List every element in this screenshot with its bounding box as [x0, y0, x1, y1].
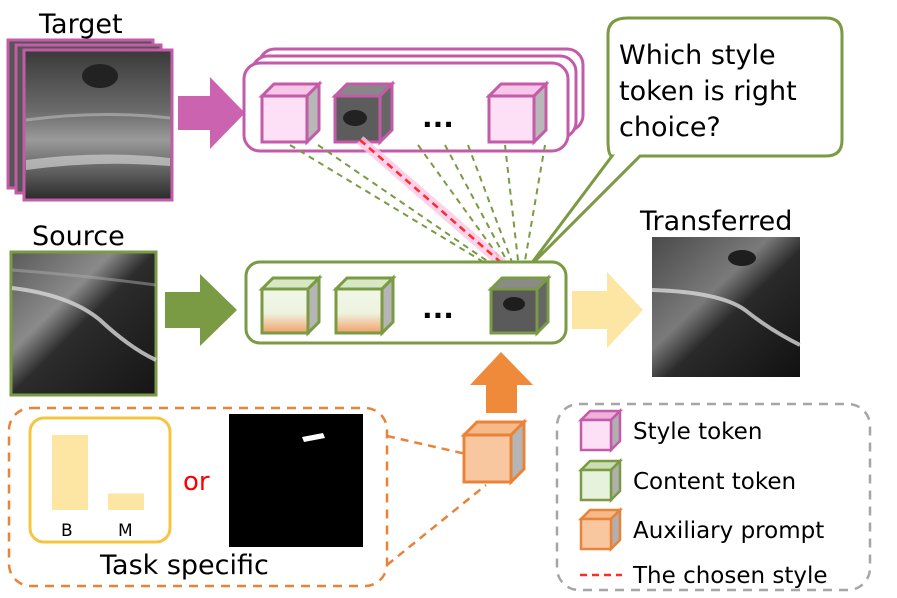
bar-label-m: M	[118, 521, 133, 541]
legend-content-swatch	[577, 457, 624, 504]
chosen-style-line	[356, 136, 516, 276]
candidate-lines	[289, 144, 546, 279]
legend-style-label: Style token	[633, 419, 762, 445]
prompt-up-arrow	[470, 352, 533, 413]
target-arrow	[178, 77, 245, 149]
content-token-cube	[258, 274, 323, 337]
content-token-box	[244, 260, 568, 345]
segmentation-mask	[229, 414, 363, 547]
target-label: Target	[38, 9, 123, 40]
source-label: Source	[32, 221, 125, 252]
bar-label-b: B	[61, 521, 73, 541]
style-token-image-cube	[331, 80, 396, 146]
task-bar-m	[108, 493, 144, 510]
question-line-1: Which style	[619, 40, 776, 71]
target-image-stack	[6, 38, 174, 202]
legend-prompt-label: Auxiliary prompt	[633, 518, 824, 544]
legend-box	[555, 402, 872, 592]
task-bar-b	[52, 435, 88, 510]
style-ellipsis: ...	[422, 101, 454, 134]
task-bar-chart	[52, 435, 144, 510]
style-token-cube	[485, 80, 550, 146]
question-line-3: choice?	[619, 112, 721, 143]
source-arrow	[165, 274, 237, 346]
content-token-cube	[332, 274, 397, 337]
legend-style-swatch	[577, 407, 624, 454]
legend-chosen-label: The chosen style	[632, 563, 828, 589]
question-bubble	[526, 16, 844, 270]
source-image	[9, 250, 158, 397]
transferred-label: Transferred	[639, 206, 792, 237]
content-ellipsis: ...	[422, 292, 454, 325]
auxiliary-prompt-cube	[460, 418, 528, 486]
content-chosen-image-cube	[487, 274, 552, 337]
question-line-2: token is right	[619, 76, 797, 107]
task-specific-label: Task specific	[99, 550, 269, 581]
or-label: or	[183, 467, 210, 497]
style-token-cube	[258, 80, 323, 146]
task-callout-lines	[386, 434, 487, 566]
legend-prompt-swatch	[577, 506, 624, 553]
bar-chart-card	[28, 416, 172, 544]
transfer-arrow	[572, 272, 643, 348]
transferred-image	[651, 237, 801, 377]
legend-content-label: Content token	[633, 469, 796, 495]
